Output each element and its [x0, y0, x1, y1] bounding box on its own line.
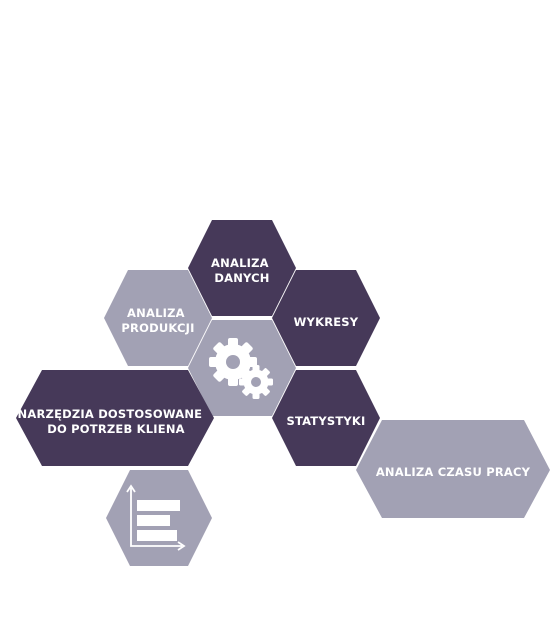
hex-center	[188, 320, 296, 416]
hex-narzedzia-shape	[16, 370, 214, 466]
hex-analiza-produkcji-line-1: ANALIZA	[127, 306, 185, 320]
svg-text:ANALIZA DANYCH: ANALIZA DANYCH	[211, 256, 273, 285]
hex-analiza-produkcji: ANALIZA PRODUKCJI	[104, 270, 212, 366]
hex-wykresy: WYKRESY	[272, 270, 380, 366]
hex-analiza-produkcji-shape	[104, 270, 212, 366]
hex-statystyki-label: STATYSTYKI	[286, 414, 365, 428]
bar-chart-icon	[126, 484, 186, 551]
hex-statystyki-shape	[272, 370, 380, 466]
hex-analiza-produkcji-line-2: PRODUKCJI	[121, 321, 194, 335]
hex-analiza-danych-line-2: DANYCH	[214, 271, 269, 285]
hex-analiza-czasu-pracy-shape	[356, 420, 550, 518]
hex-statystyki: STATYSTYKI	[272, 370, 380, 466]
hex-narzedzia-line-2: DO POTRZEB KLIENA	[47, 422, 185, 436]
hex-chart-icon	[106, 470, 212, 566]
hex-analiza-czasu-pracy-label: ANALIZA CZASU PRACY	[376, 465, 531, 479]
hex-analiza-danych-line-1: ANALIZA	[211, 256, 269, 270]
hex-analiza-czasu-pracy: ANALIZA CZASU PRACY	[356, 420, 550, 518]
hex-narzedzia: NARZĘDZIA DOSTOSOWANE DO POTRZEB KLIENA	[16, 370, 214, 466]
gears-icon	[209, 338, 273, 399]
hex-analiza-danych: ANALIZA DANYCH	[188, 220, 296, 316]
hex-wykresy-label: WYKRESY	[294, 315, 359, 329]
hex-wykresy-shape	[272, 270, 380, 366]
svg-text:NARZĘDZIA DOSTOSOWANE DO: NARZĘDZIA DOSTOSOWANE DO POTRZEB KLIENA	[18, 407, 207, 436]
svg-text:ANALIZA PRODUKCJI: ANALIZA PRODUKCJI	[121, 306, 194, 335]
hex-narzedzia-line-1: NARZĘDZIA DOSTOSOWANE	[18, 407, 203, 421]
hex-analiza-danych-shape	[188, 220, 296, 316]
